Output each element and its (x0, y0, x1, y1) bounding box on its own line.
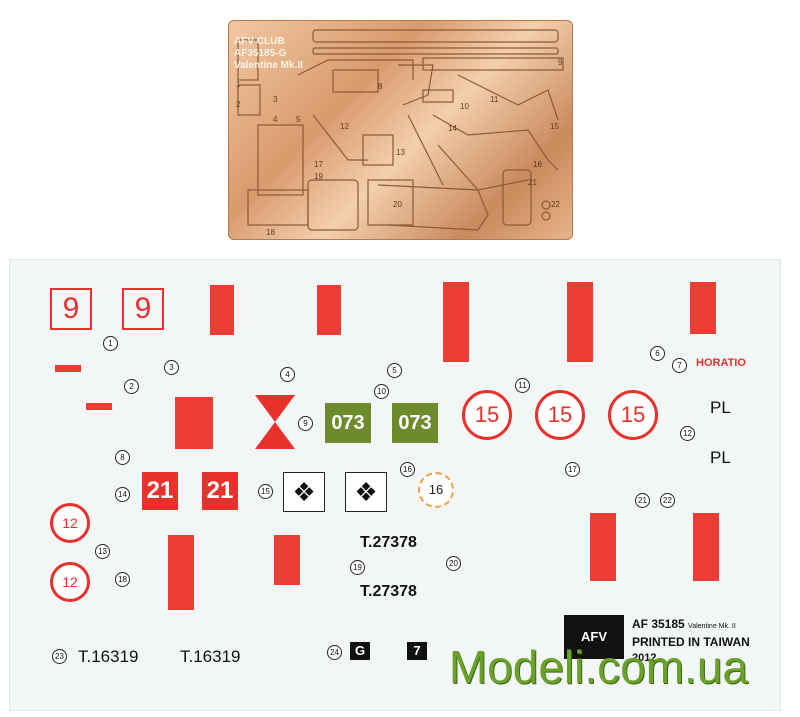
decal-red-bar (590, 513, 616, 581)
decal-key-number: 14 (115, 487, 130, 502)
decal-red-bar (210, 285, 234, 335)
decal-key-number: 4 (280, 367, 295, 382)
decal-red-bar (690, 282, 716, 334)
decal-key-number: 15 (258, 484, 273, 499)
decal-key-number: 12 (680, 426, 695, 441)
fret-parts-outline (237, 29, 564, 231)
decal-key-number: 3 (164, 360, 179, 375)
decal-sheet: 9 9 073 073 15 15 15 HORATIO PL PL 21 21… (10, 260, 780, 710)
decal-key-number: 20 (446, 556, 461, 571)
decal-red-dash (55, 365, 81, 372)
fret-part-number: 20 (393, 200, 402, 209)
afv-club-logo: AFV CLUB (564, 615, 624, 688)
fret-part-number: 12 (340, 122, 349, 131)
decal-key-number: 8 (115, 450, 130, 465)
info-printed: PRINTED IN TAIWAN (632, 635, 750, 649)
decal-key-number: 23 (52, 649, 67, 664)
fret-part-number: 18 (266, 228, 275, 237)
decal-roundel-15: 15 (535, 390, 585, 440)
decal-key-number: 11 (515, 378, 530, 393)
fret-part-number: 5 (296, 115, 301, 124)
fret-part-number: 9 (558, 58, 563, 67)
fret-part-number: 11 (490, 95, 499, 104)
info-model-text: Valentine Mk. II (688, 623, 736, 630)
decal-red-bar (274, 535, 300, 585)
photo-etch-fret: AFV CLUB AF35185-G Valentine Mk.II 1 2 3… (228, 20, 573, 240)
fret-part-number: 13 (396, 148, 405, 157)
decal-roundel-15: 15 (608, 390, 658, 440)
fret-part-number: 21 (528, 178, 537, 187)
decal-key-number: 21 (635, 493, 650, 508)
info-code-text: AF 35185 (632, 617, 685, 631)
decal-serial-t16319: T.16319 (78, 647, 139, 666)
decal-roundel-12: 12 (50, 503, 90, 543)
fret-part-number: 19 (314, 172, 323, 181)
watermark: Modeli.com.ua (448, 641, 748, 693)
decal-box-9: 9 (122, 288, 164, 330)
decal-key-number: 13 (95, 544, 110, 559)
fret-part-number: 3 (273, 95, 278, 104)
info-year: 2012 (632, 652, 657, 664)
decal-key-number: 7 (672, 358, 687, 373)
decal-green-073: 073 (392, 403, 438, 443)
decal-small-emblem: 7 (407, 642, 427, 660)
decal-griffin-emblem: ❖ (283, 472, 325, 512)
decal-key-number: 17 (565, 462, 580, 477)
fret-part-number: 4 (273, 115, 278, 124)
decal-red-square (175, 397, 213, 449)
decal-pl: PL (710, 448, 731, 467)
decal-hourglass (255, 395, 295, 449)
decal-key-number: 19 (350, 560, 365, 575)
decal-red-21: 21 (142, 472, 178, 510)
decal-key-number: 1 (103, 336, 118, 351)
decal-key-number: 22 (660, 493, 675, 508)
decal-red-bar (168, 535, 194, 610)
decal-red-21: 21 (202, 472, 238, 510)
decal-key-number: 2 (124, 379, 139, 394)
decal-key-number: 5 (387, 363, 402, 378)
decal-roundel-16: 16 (418, 472, 454, 508)
decal-red-dash (86, 403, 112, 410)
decal-box-9: 9 (50, 288, 92, 330)
decal-key-number: 16 (400, 462, 415, 477)
fret-part-number: 17 (314, 160, 323, 169)
fret-code-label: AF35185-G (234, 48, 287, 59)
decal-red-bar (443, 282, 469, 362)
decal-red-bar (567, 282, 593, 362)
fret-part-number: 10 (460, 102, 469, 111)
fret-part-number: 8 (378, 82, 383, 91)
fret-part-number: 16 (533, 160, 542, 169)
decal-serial-t16319: T.16319 (180, 647, 241, 666)
fret-logo: AFV CLUB (234, 36, 285, 47)
decal-key-number: 6 (650, 346, 665, 361)
decal-horatio: HORATIO (696, 357, 746, 369)
decal-serial-t27378: T.27378 (360, 583, 417, 600)
decal-red-bar (317, 285, 341, 335)
fret-part-number: 14 (448, 124, 457, 133)
fret-part-number: 15 (550, 122, 559, 131)
fret-part-number: 1 (236, 80, 241, 89)
decal-pl: PL (710, 398, 731, 417)
decal-key-number: 24 (327, 645, 342, 660)
decal-key-number: 10 (374, 384, 389, 399)
decal-roundel-15: 15 (462, 390, 512, 440)
decal-griffin-emblem: ❖ (345, 472, 387, 512)
decal-serial-t27378: T.27378 (360, 534, 417, 551)
fret-part-number: 2 (236, 100, 241, 109)
decal-green-073: 073 (325, 403, 371, 443)
decal-red-bar (693, 513, 719, 581)
info-code: AF 35185 Valentine Mk. II (632, 617, 736, 631)
decal-key-number: 9 (298, 416, 313, 431)
fret-part-number: 22 (551, 200, 560, 209)
decal-key-number: 18 (115, 572, 130, 587)
fret-model-label: Valentine Mk.II (234, 60, 303, 71)
decal-small-emblem: G (350, 642, 370, 660)
decal-roundel-12: 12 (50, 562, 90, 602)
